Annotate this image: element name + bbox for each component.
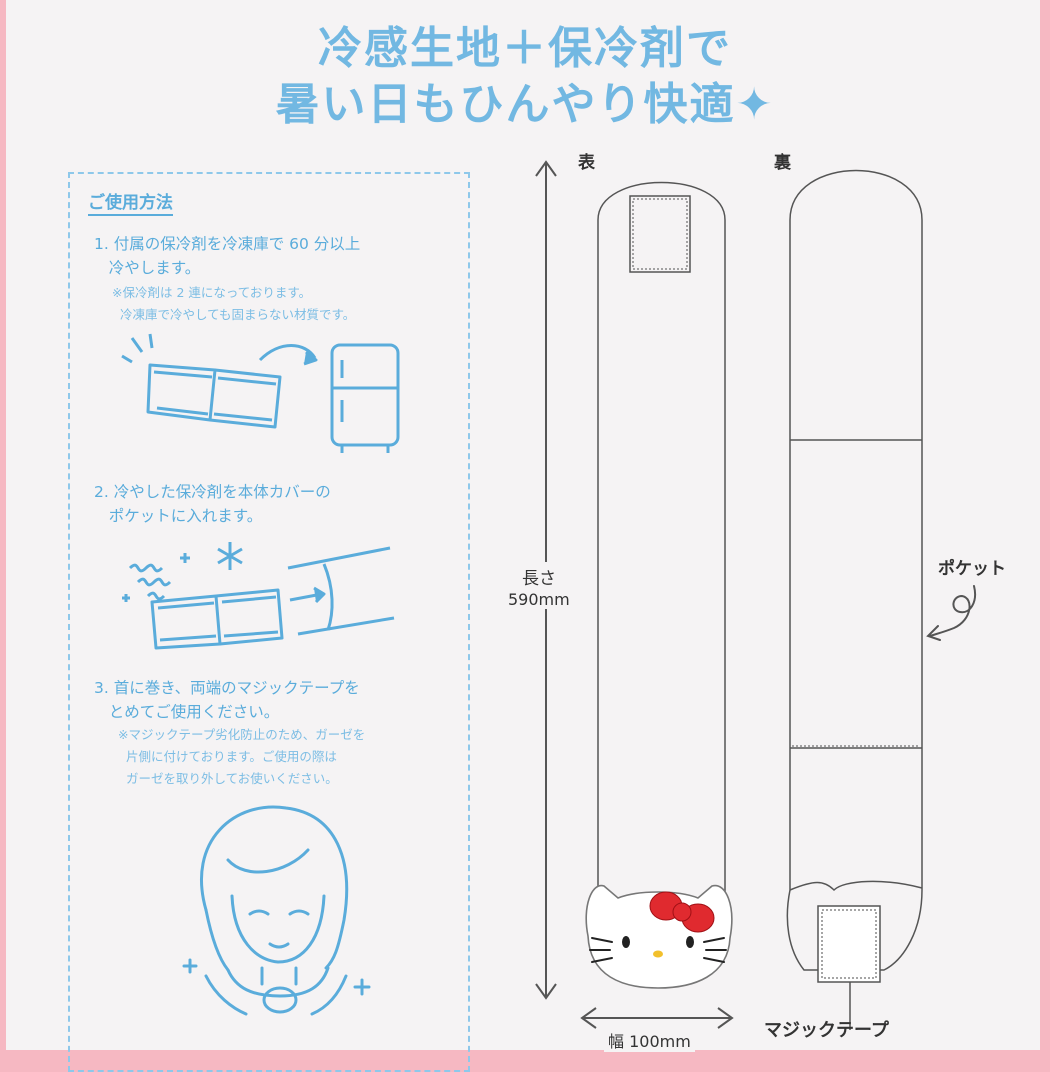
headline-line2-text: 暑い日もひんやり快適 bbox=[275, 79, 736, 130]
wearing-illustration bbox=[182, 805, 371, 1016]
step1-note: ※保冷剤は 2 連になっております。 冷凍庫で冷やしても固まらない材質です。 bbox=[112, 285, 356, 322]
length-value: 590mm bbox=[508, 590, 570, 609]
front-label: 表 bbox=[578, 153, 595, 173]
step1-text: 1. 付属の保冷剤を冷凍庫で 60 分以上 冷やします。 bbox=[94, 235, 361, 277]
front-cover-drawing bbox=[597, 181, 726, 901]
headline-line1: 冷感生地＋保冷剤で bbox=[318, 23, 732, 74]
character-face-icon bbox=[585, 884, 733, 989]
length-label: 長さ bbox=[522, 562, 556, 591]
package-sheet bbox=[6, 0, 1040, 1050]
pocket-label: ポケット bbox=[938, 559, 1006, 579]
back-cover-drawing bbox=[786, 169, 923, 1030]
instructions-heading: ご使用方法 bbox=[88, 188, 173, 216]
velcro-label: マジックテープ bbox=[764, 1020, 889, 1041]
insert-illustration bbox=[122, 542, 395, 650]
freeze-illustration bbox=[121, 333, 400, 453]
step2-text: 2. 冷やした保冷剤を本体カバーの ポケットに入れます。 bbox=[94, 483, 331, 525]
width-arrow bbox=[580, 1007, 734, 1029]
headline-line2: 暑い日もひんやり快適✦ bbox=[0, 68, 1050, 132]
step3-note: ※マジックテープ劣化防止のため、ガーゼを 片側に付けております。ご使用の際は ガ… bbox=[118, 727, 366, 786]
back-label: 裏 bbox=[774, 153, 791, 173]
sparkle-icon: ✦ bbox=[735, 79, 775, 130]
width-label: 幅 100mm bbox=[604, 1028, 695, 1052]
step3-text: 3. 首に巻き、両端のマジックテープを とめてご使用ください。 bbox=[94, 679, 360, 721]
pocket-pointer-arrow bbox=[926, 585, 976, 641]
